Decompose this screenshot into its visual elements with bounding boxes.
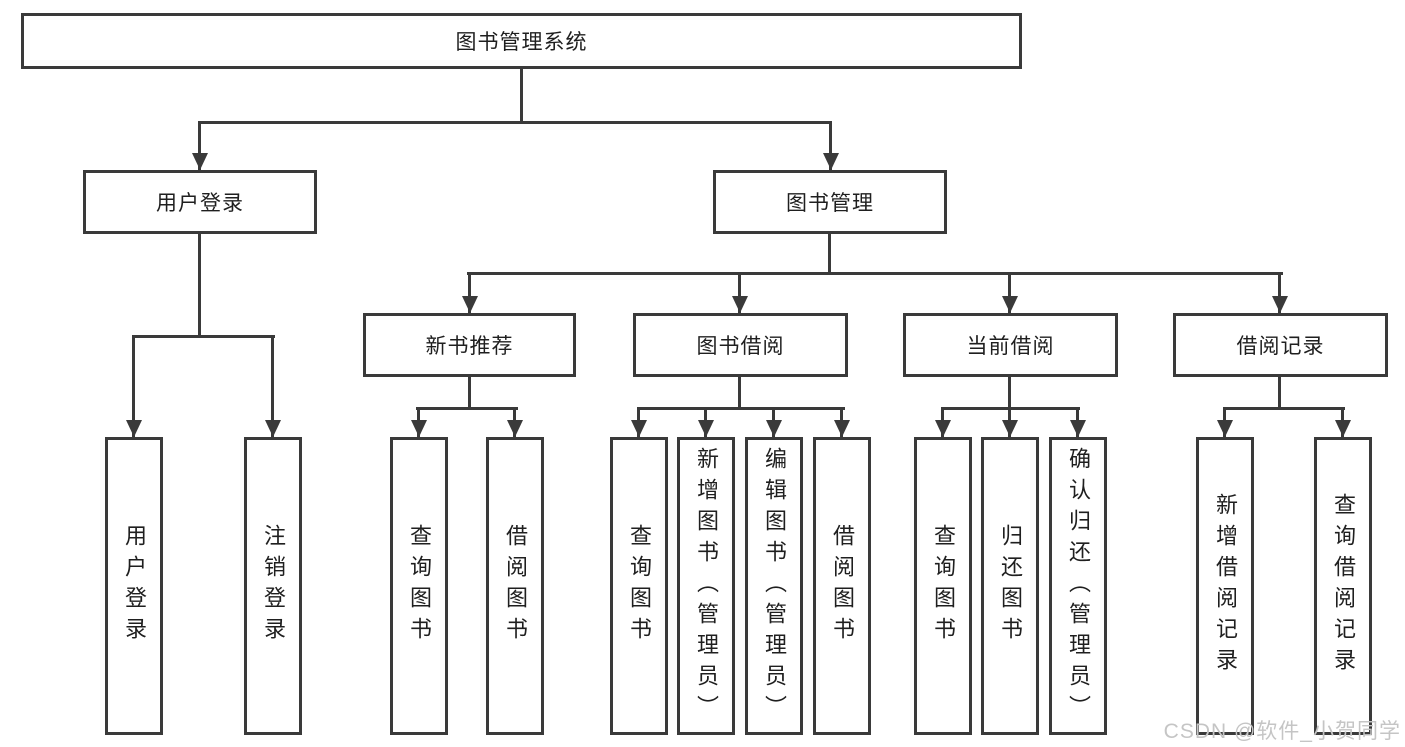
leaf-query-borrow-record: 查询借阅记录 [1314, 437, 1372, 735]
node-library-system-label: 图书管理系统 [455, 31, 588, 54]
leaf-confirm-return-admin: 确认归还（管理员） [1049, 437, 1107, 735]
edge-mgmt-stem [828, 234, 831, 275]
leaf-query-books-borrow: 查询图书 [610, 437, 668, 735]
leaf-borrow-books-recommend: 借阅图书 [486, 437, 544, 735]
watermark: CSDN @软件_小贺同学 [1163, 720, 1401, 743]
arrow-down-icon [1076, 407, 1079, 437]
node-user-login-label: 用户登录 [156, 192, 244, 215]
edge-current-stem [1008, 377, 1011, 410]
leaf-edit-books-admin-label: 编辑图书（管理员） [762, 446, 787, 726]
leaf-query-books-borrow-label: 查询图书 [627, 524, 652, 648]
leaf-query-books-recommend: 查询图书 [390, 437, 448, 735]
node-user-login: 用户登录 [83, 170, 317, 234]
edge-login-bus [132, 335, 275, 338]
arrow-down-icon [271, 335, 274, 437]
node-current-borrow-label: 当前借阅 [966, 335, 1055, 358]
arrow-down-icon [738, 272, 741, 313]
arrow-down-icon [704, 407, 707, 437]
leaf-logout-label: 注销登录 [261, 524, 286, 648]
node-borrow-records: 借阅记录 [1173, 313, 1388, 377]
arrow-down-icon [468, 272, 471, 313]
edge-records-stem [1278, 377, 1281, 410]
node-book-management: 图书管理 [713, 170, 947, 234]
arrow-down-icon [772, 407, 775, 437]
arrow-down-icon [829, 121, 832, 170]
leaf-query-borrow-record-label: 查询借阅记录 [1331, 493, 1356, 679]
leaf-edit-books-admin: 编辑图书（管理员） [745, 437, 803, 735]
leaf-borrow-books-label: 借阅图书 [830, 524, 855, 648]
node-library-system: 图书管理系统 [21, 13, 1022, 69]
leaf-return-books: 归还图书 [981, 437, 1039, 735]
node-borrow-records-label: 借阅记录 [1236, 335, 1325, 358]
node-new-book-recommend: 新书推荐 [363, 313, 576, 377]
edge-root-stem [520, 69, 523, 124]
leaf-query-books-current: 查询图书 [914, 437, 972, 735]
arrow-down-icon [637, 407, 640, 437]
edge-root-bus [198, 121, 832, 124]
arrow-down-icon [417, 407, 420, 437]
edge-recommend-stem [468, 377, 471, 410]
edge-recommend-bus [416, 407, 518, 410]
leaf-add-borrow-record: 新增借阅记录 [1196, 437, 1254, 735]
arrow-down-icon [1008, 407, 1011, 437]
node-new-book-recommend-label: 新书推荐 [425, 335, 514, 358]
edge-login-stem [198, 234, 201, 338]
leaf-add-books-admin: 新增图书（管理员） [677, 437, 735, 735]
arrow-down-icon [198, 121, 201, 170]
arrow-down-icon [132, 335, 135, 437]
arrow-down-icon [1341, 407, 1344, 437]
node-current-borrow: 当前借阅 [903, 313, 1118, 377]
node-book-management-label: 图书管理 [786, 192, 874, 215]
arrow-down-icon [513, 407, 516, 437]
leaf-borrow-books: 借阅图书 [813, 437, 871, 735]
leaf-return-books-label: 归还图书 [998, 524, 1023, 648]
leaf-query-books-recommend-label: 查询图书 [407, 524, 432, 648]
leaf-user-login-label: 用户登录 [122, 524, 147, 648]
leaf-query-books-current-label: 查询图书 [931, 524, 956, 648]
arrow-down-icon [840, 407, 843, 437]
edge-borrow-stem [738, 377, 741, 410]
leaf-confirm-return-admin-label: 确认归还（管理员） [1066, 446, 1091, 726]
arrow-down-icon [1223, 407, 1226, 437]
leaf-logout: 注销登录 [244, 437, 302, 735]
arrow-down-icon [1278, 272, 1281, 313]
edge-records-bus [1223, 407, 1345, 410]
edge-borrow-bus [637, 407, 845, 410]
leaf-user-login: 用户登录 [105, 437, 163, 735]
arrow-down-icon [1008, 272, 1011, 313]
arrow-down-icon [941, 407, 944, 437]
leaf-add-books-admin-label: 新增图书（管理员） [694, 446, 719, 726]
node-book-borrow-label: 图书借阅 [696, 335, 785, 358]
leaf-add-borrow-record-label: 新增借阅记录 [1213, 493, 1238, 679]
edge-mgmt-bus [467, 272, 1283, 275]
leaf-borrow-books-recommend-label: 借阅图书 [503, 524, 528, 648]
node-book-borrow: 图书借阅 [633, 313, 848, 377]
